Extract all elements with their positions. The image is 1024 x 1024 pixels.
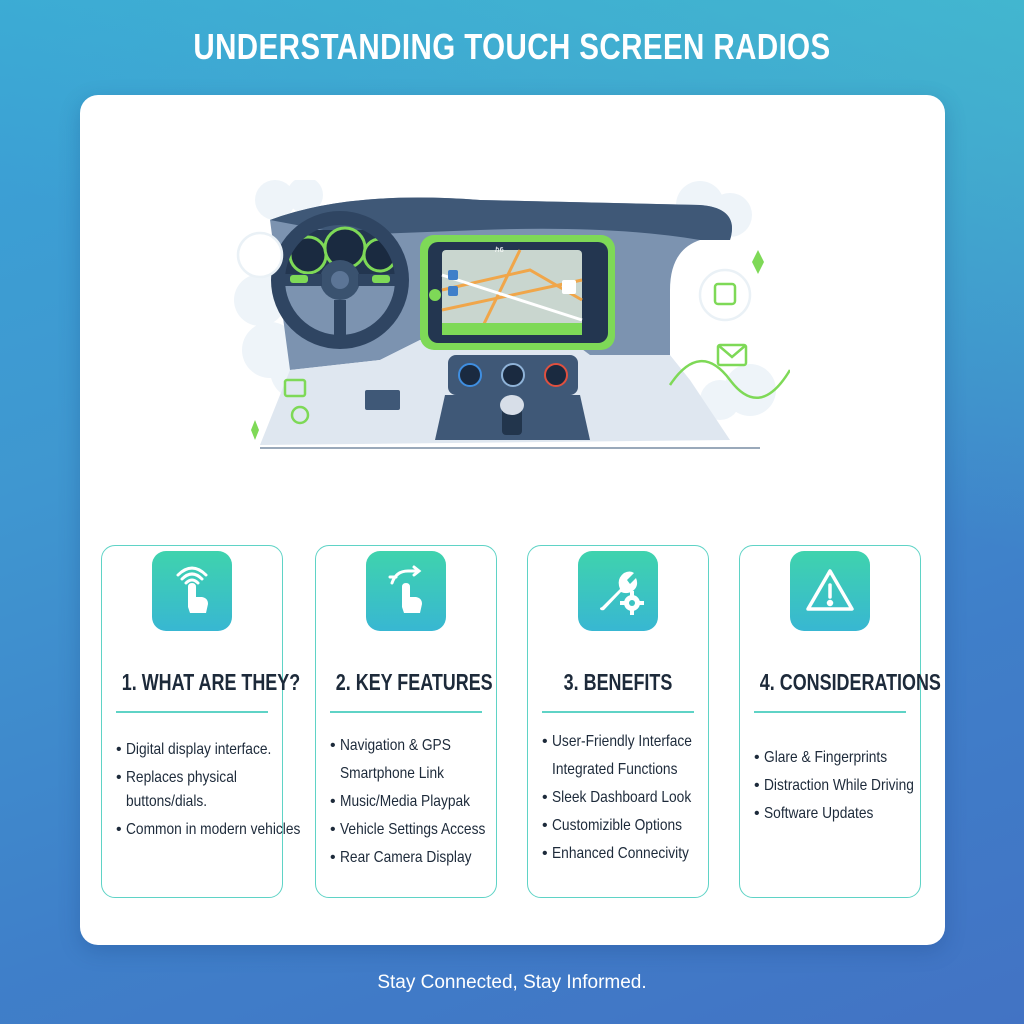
list-item: •Common in modern vehicles — [116, 821, 301, 838]
card-what-are-they: 1. WHAT ARE THEY? •Digital display inter… — [101, 545, 301, 898]
list-item: •Customizible Options — [542, 817, 683, 834]
divider — [754, 711, 906, 713]
footer-tagline: Stay Connected, Stay Informed. — [377, 972, 647, 993]
gauge-cluster — [280, 226, 400, 285]
list-item: •Navigation & GPS — [330, 737, 451, 754]
card-list: •User-Friendly Interface Integrated Func… — [542, 728, 704, 868]
card-key-features: 2. KEY FEATURES •Navigation & GPS Smartp… — [315, 545, 497, 898]
list-item: Smartphone Link — [340, 765, 445, 782]
swipe-hand-icon — [366, 551, 446, 631]
divider — [542, 711, 694, 713]
climate-controls — [448, 355, 578, 395]
sparkle-icon — [752, 250, 764, 274]
page-title: UNDERSTANDING TOUCH SCREEN RADIOS — [193, 26, 831, 67]
card-considerations: 4. CONSIDERATIONS •Glare & Fingerprints … — [739, 545, 941, 898]
car-dashboard-illustration: ℏ6 — [234, 180, 790, 449]
card-title: 4. CONSIDERATIONS — [759, 669, 941, 695]
touch-screen-radio: ℏ6 — [420, 235, 615, 350]
location-pin-icon — [290, 405, 310, 425]
card-title: 1. WHAT ARE THEY? — [121, 669, 301, 695]
card-title: 2. KEY FEATURES — [335, 669, 493, 695]
car-icon — [713, 282, 737, 306]
list-item: •Software Updates — [754, 805, 874, 822]
content-panel: ℏ6 — [80, 95, 945, 945]
divider — [116, 711, 268, 713]
touch-wave-hand-icon — [152, 551, 232, 631]
card-list: •Digital display interface. •Replaces ph… — [116, 736, 301, 844]
wrench-gear-icon — [578, 551, 658, 631]
divider — [330, 711, 482, 713]
list-item: •Replaces physical — [116, 769, 237, 786]
list-item: •Distraction While Driving — [754, 777, 914, 794]
mail-icon — [716, 343, 748, 367]
list-item: •Vehicle Settings Access — [330, 821, 486, 838]
list-item: •Digital display interface. — [116, 741, 272, 758]
list-item: •User-Friendly Interface — [542, 733, 692, 750]
list-item: •Enhanced Connecivity — [542, 845, 689, 862]
list-item: •Rear Camera Display — [330, 849, 472, 866]
sparkle-icon — [251, 420, 259, 440]
card-list: •Navigation & GPS Smartphone Link •Music… — [330, 732, 492, 872]
list-item: Integrated Functions — [552, 761, 678, 778]
card-benefits: 3. BENEFITS •User-Friendly Interface Int… — [527, 545, 709, 898]
steering-wheel-icon — [271, 211, 409, 349]
list-item: •Music/Media Playpak — [330, 793, 471, 810]
list-item: •Sleek Dashboard Look — [542, 789, 692, 806]
list-item: •Glare & Fingerprints — [754, 749, 888, 766]
screen-status-text: ℏ6 — [495, 246, 504, 254]
card-list: •Glare & Fingerprints •Distraction While… — [754, 744, 916, 828]
card-title: 3. BENEFITS — [563, 669, 673, 695]
list-item: buttons/dials. — [126, 793, 208, 810]
warning-triangle-icon — [790, 551, 870, 631]
